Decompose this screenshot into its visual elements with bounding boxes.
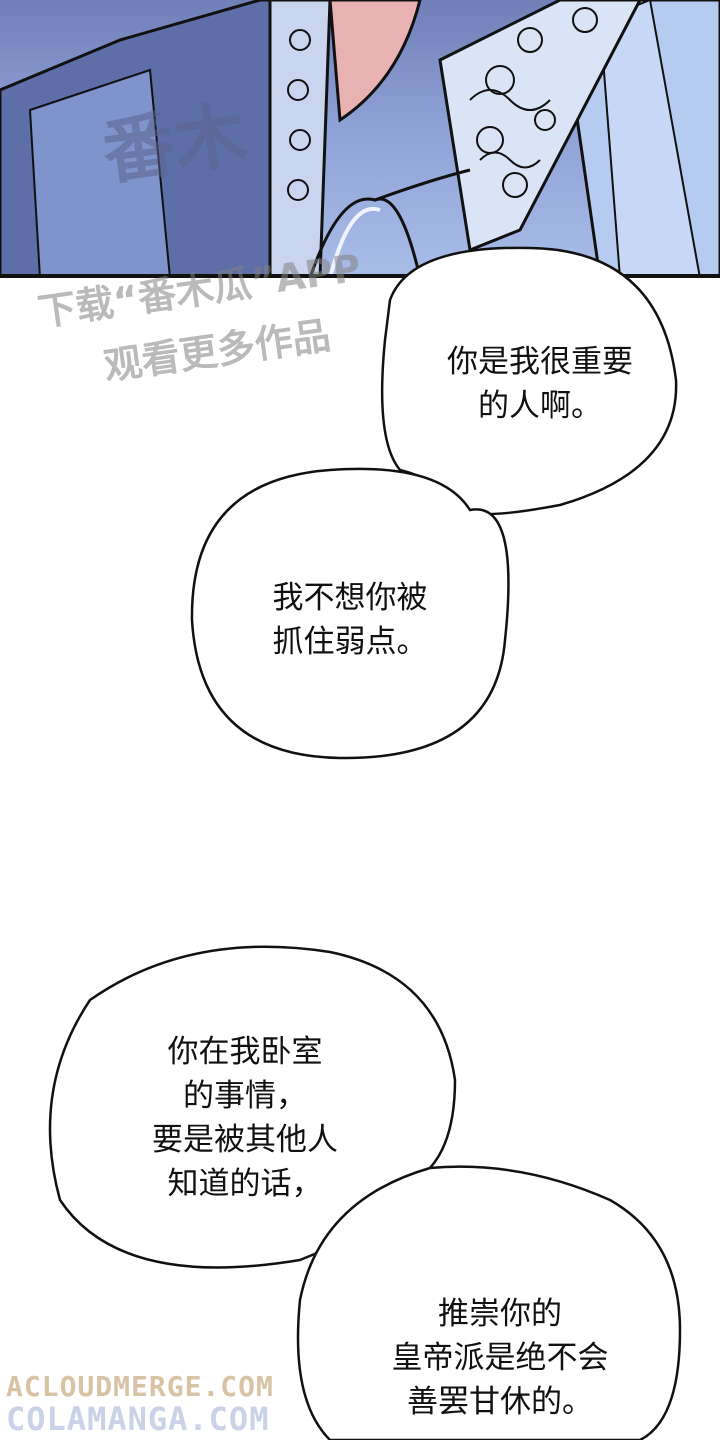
comic-panel-illustration: 番木 xyxy=(0,0,720,278)
bubble-4-text: 推崇你的 皇帝派是绝不会 善罢甘休的。 xyxy=(391,1296,609,1420)
site-watermark-colamanga: COLAMANGA.COM xyxy=(6,1400,270,1438)
bubble-2-text: 我不想你被 抓住弱点。 xyxy=(272,580,428,660)
speech-bubble-4 xyxy=(296,1165,682,1440)
speech-bubble-3 xyxy=(48,945,457,1269)
speech-bubble-2 xyxy=(190,467,510,760)
robe-artwork xyxy=(0,0,720,278)
site-watermark-acloudmerge: ACLOUDMERGE.COM xyxy=(6,1370,274,1403)
bubble-3-text: 你在我卧室 的事情， 要是被其他人 知道的话， xyxy=(152,1034,338,1202)
bubble-1-text: 你是我很重要 的人啊。 xyxy=(447,344,633,424)
panel-border xyxy=(0,274,720,278)
speech-bubble-1 xyxy=(380,246,678,516)
